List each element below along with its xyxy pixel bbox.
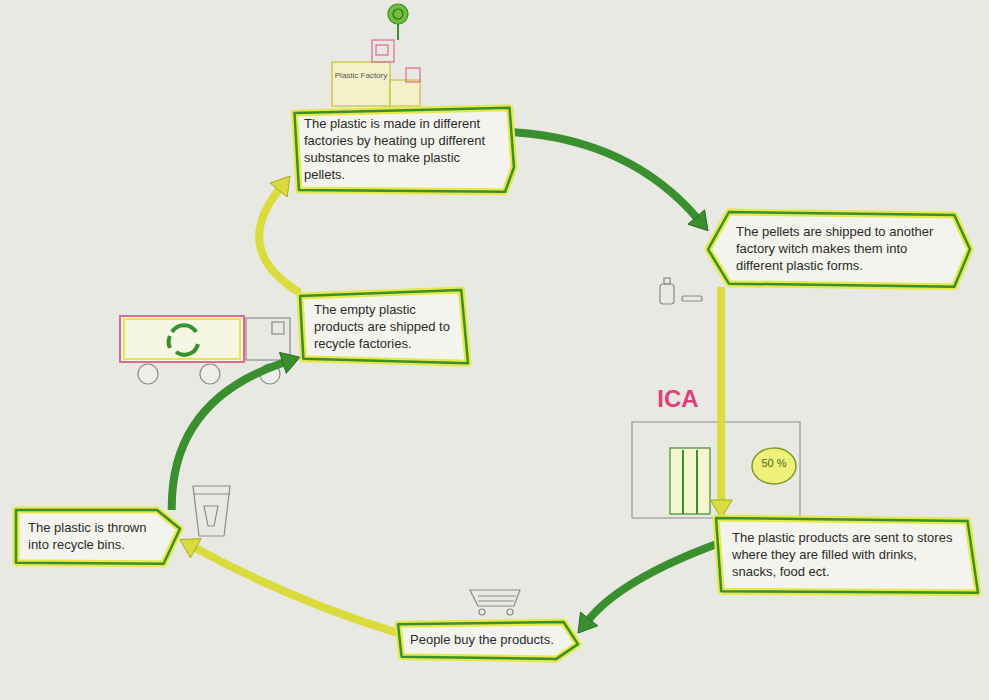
cycle-arrow [172,352,300,510]
arrow-shaft [717,287,725,502]
factory-drawing [332,4,420,106]
step-text: People buy the products. [410,632,556,649]
drawing-label: ICA [648,386,708,412]
process-box: The plastic products are sent to stores … [716,518,978,593]
cycle-arrow [259,176,300,293]
cycle-arrow [710,287,732,518]
cycle-arrow [514,132,708,230]
arrow-shaft [259,188,300,293]
step-text: The plastic is thrown into recycle bins. [28,520,154,554]
cart-drawing [470,590,520,615]
store-drawing [632,422,800,518]
drawing-label: Plastic Factory [333,72,389,81]
drawing-label: 50 % [752,457,796,469]
cycle-arrow [578,544,716,633]
arrowhead [270,176,290,197]
arrowhead [688,210,708,231]
step-text: The pellets are shipped to another facto… [736,224,944,275]
arrow-shaft [172,362,285,510]
step-text: The empty plastic products are shipped t… [314,302,454,353]
cycle-arrow [180,539,398,633]
arrowhead [279,352,300,373]
process-box: The plastic is thrown into recycle bins. [16,510,180,564]
step-text: The plastic is made in different factori… [304,116,500,184]
arrow-shaft [514,132,698,218]
process-box: The empty plastic products are shipped t… [300,290,468,365]
step-text: The plastic products are sent to stores … [732,530,962,581]
process-box: People buy the products. [398,622,578,659]
arrow-shaft [194,547,398,633]
process-box: The plastic is made in different factori… [290,106,514,194]
arrowhead [180,539,201,558]
arrow-shaft [588,544,716,620]
bin-drawing [193,486,230,536]
process-box: The pellets are shipped to another facto… [708,212,970,287]
arrowhead [578,612,598,633]
bottle-drawing [660,278,702,304]
